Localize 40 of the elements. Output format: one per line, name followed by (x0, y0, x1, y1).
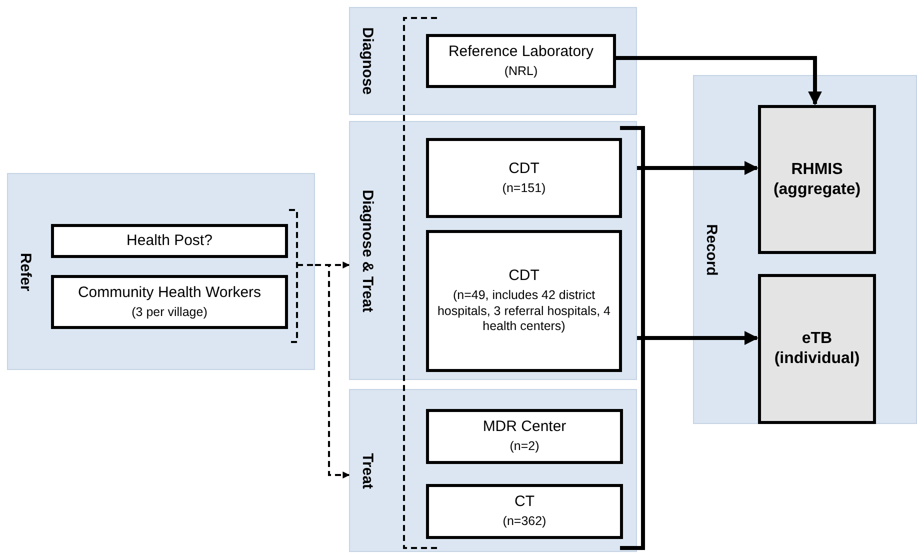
box-note: (n=2) (510, 439, 540, 455)
record-box (758, 105, 876, 254)
box-title: Community Health Workers (78, 284, 262, 303)
lane-band (7, 173, 315, 370)
box-note: (n=49, includes 42 district hospitals, 3 referral hospitals, 4 health centers) (437, 288, 611, 335)
lane-band (693, 75, 917, 424)
lane-label: Diagnose & Treat (360, 189, 375, 312)
box-note: (n=151) (502, 180, 546, 196)
arrow (637, 331, 758, 345)
lane-band (349, 389, 637, 552)
process-box (426, 34, 616, 88)
box-note: (3 per village) (132, 304, 208, 320)
box-title: CDT (508, 160, 540, 179)
process-box (426, 230, 622, 372)
lane-label: Diagnose (360, 27, 375, 95)
process-box (426, 484, 623, 539)
box-title: MDR Center (482, 418, 566, 438)
box-note: (n=362) (502, 514, 546, 530)
box-note: (NRL) (504, 64, 538, 80)
box-title: CDT (508, 267, 540, 286)
box-title: RHMIS (791, 160, 843, 180)
box-note: (individual) (774, 349, 860, 369)
arrow (637, 161, 758, 175)
lane-band (349, 121, 637, 380)
arrow (315, 264, 350, 478)
process-box (51, 224, 288, 258)
box-title: Health Post? (126, 232, 212, 250)
box-title: Reference Laboratory (448, 42, 594, 62)
process-box (51, 275, 288, 329)
record-box (758, 274, 876, 424)
arrow (615, 56, 822, 106)
process-box (426, 409, 623, 464)
lane-label: Record (704, 224, 719, 276)
lane-label: Refer (18, 252, 33, 291)
box-title: CT (514, 493, 534, 512)
box-title: eTB (802, 329, 832, 349)
lane-label: Treat (360, 452, 375, 488)
box-note: (aggregate) (773, 180, 861, 200)
process-box (426, 138, 622, 218)
lane-band (349, 7, 637, 115)
